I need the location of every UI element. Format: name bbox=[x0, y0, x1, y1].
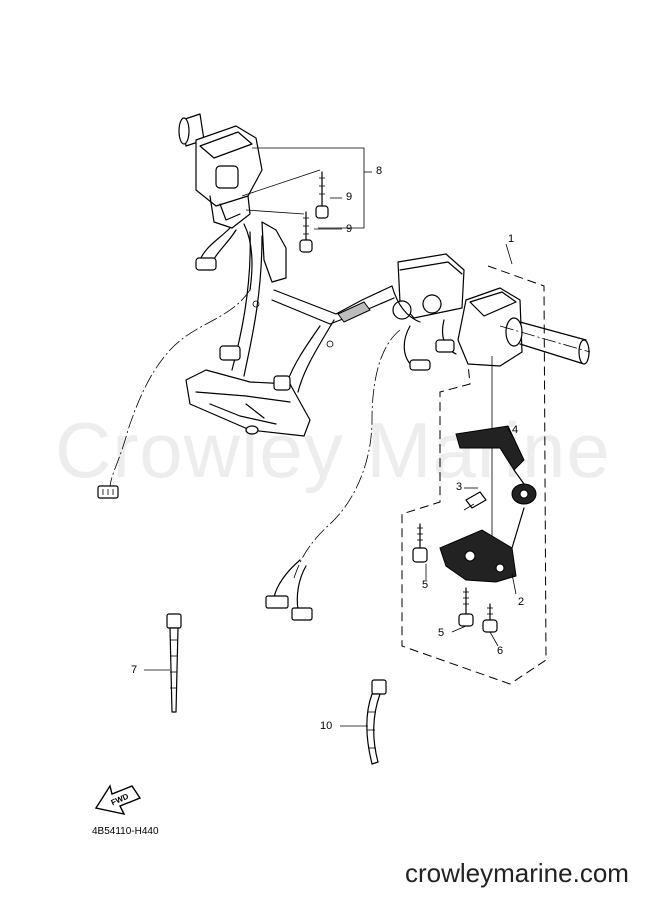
leader-8-bracket bbox=[252, 147, 365, 229]
callout-6: 6 bbox=[497, 645, 504, 657]
diagram-code: 4B54110-H440 bbox=[92, 826, 159, 837]
callout-1: 1 bbox=[508, 233, 515, 245]
screw-9-upper bbox=[315, 171, 329, 219]
handlebar-bracket bbox=[185, 221, 395, 437]
cable-tie-7 bbox=[144, 613, 182, 713]
leader-5b bbox=[451, 625, 467, 633]
left-handlebar-switch bbox=[178, 113, 263, 291]
right-harness-connector-b bbox=[291, 607, 313, 621]
screw-6 bbox=[482, 603, 498, 633]
callout-7: 7 bbox=[131, 664, 138, 676]
cable-tie-10 bbox=[340, 679, 387, 765]
lever-bracket bbox=[439, 507, 525, 583]
screw-9-lower bbox=[299, 211, 313, 253]
right-handlebar-switch bbox=[403, 287, 591, 371]
callout-9-lower: 9 bbox=[346, 223, 353, 235]
assembly-1-outline bbox=[401, 265, 547, 685]
brake-lever bbox=[455, 425, 537, 505]
callout-5-lower: 5 bbox=[438, 627, 445, 639]
screw-5-lower bbox=[458, 587, 474, 627]
leader-2 bbox=[511, 573, 517, 595]
fwd-arrow-icon: FWD bbox=[94, 784, 142, 815]
callout-9-upper: 9 bbox=[346, 191, 353, 203]
callout-10: 10 bbox=[320, 720, 333, 732]
leader-1 bbox=[505, 243, 513, 265]
master-cylinder bbox=[391, 253, 465, 323]
site-url: crowleymarine.com bbox=[405, 858, 629, 888]
callout-8: 8 bbox=[376, 165, 383, 177]
callout-4: 4 bbox=[512, 424, 519, 436]
leader-6 bbox=[489, 631, 499, 647]
left-harness-wire bbox=[109, 289, 251, 487]
callout-5-upper: 5 bbox=[422, 579, 429, 591]
callout-2: 2 bbox=[518, 596, 525, 608]
right-harness-connector-a bbox=[265, 595, 289, 609]
pivot-pin bbox=[463, 491, 487, 511]
right-harness-wire bbox=[293, 329, 401, 579]
callout-3: 3 bbox=[456, 481, 463, 493]
screw-5-upper bbox=[412, 523, 428, 563]
